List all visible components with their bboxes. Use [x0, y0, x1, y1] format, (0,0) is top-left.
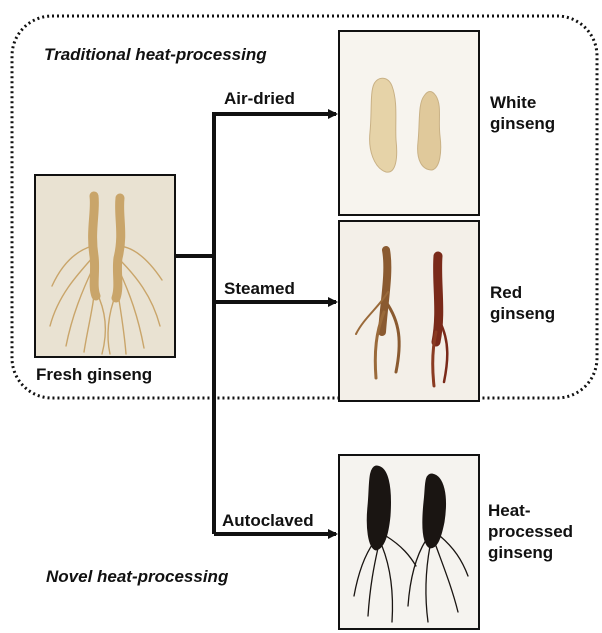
- method-label-air-dried: Air-dried: [224, 88, 295, 109]
- white-ginseng-label: White ginseng: [490, 92, 555, 134]
- heat-processed-ginseng-image: [338, 454, 480, 630]
- red-ginseng-image: [338, 220, 480, 402]
- fresh-ginseng-label: Fresh ginseng: [36, 364, 152, 385]
- traditional-group-label: Traditional heat-processing: [44, 44, 267, 65]
- novel-group-label: Novel heat-processing: [46, 566, 228, 587]
- heat-processed-ginseng-label: Heat- processed ginseng: [488, 500, 573, 563]
- method-label-autoclaved: Autoclaved: [222, 510, 314, 531]
- method-label-steamed: Steamed: [224, 278, 295, 299]
- red-ginseng-label: Red ginseng: [490, 282, 555, 324]
- white-ginseng-image: [338, 30, 480, 216]
- fresh-ginseng-image: [34, 174, 176, 358]
